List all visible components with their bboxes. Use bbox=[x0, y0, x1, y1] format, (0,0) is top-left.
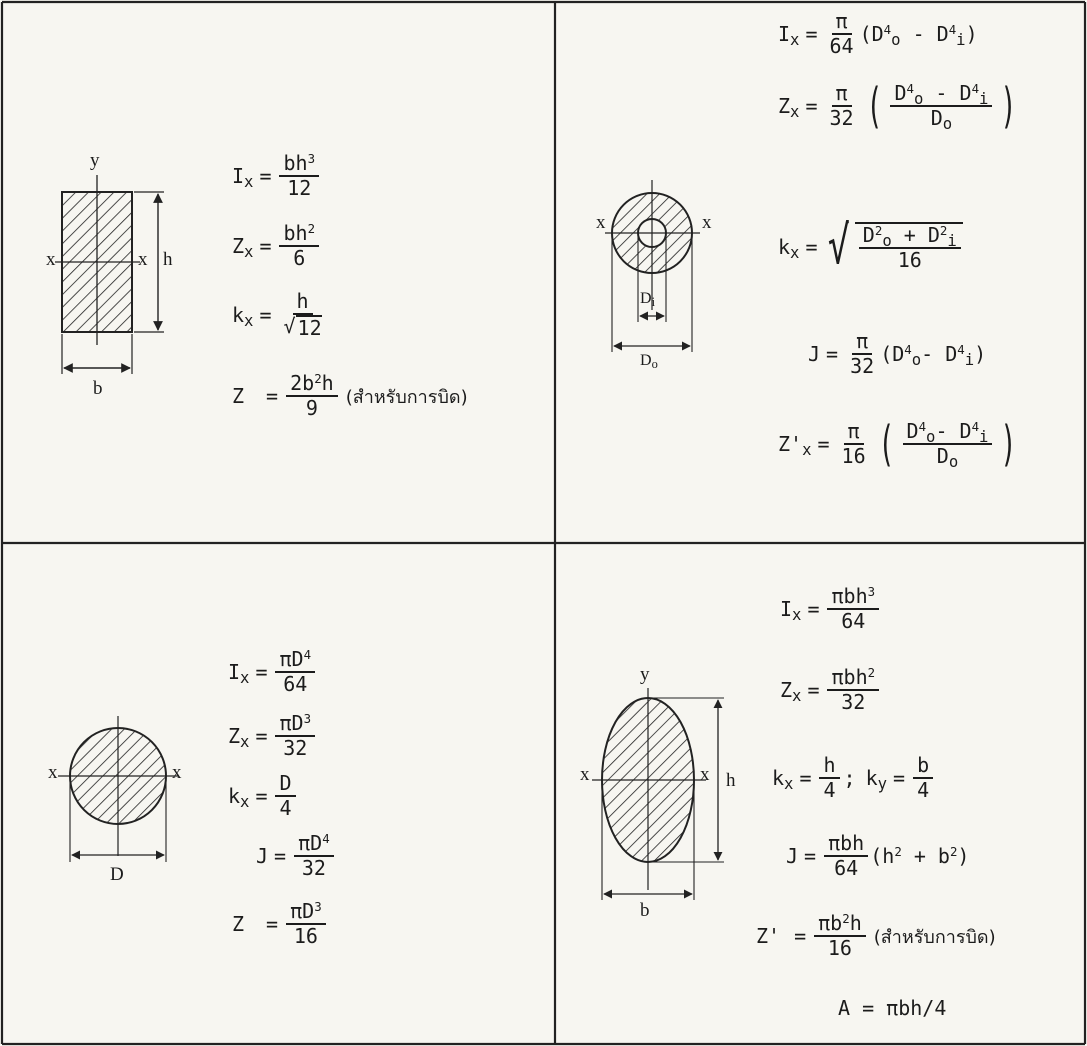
q1-torsion-note: (สำหรับการบิด) bbox=[345, 386, 468, 408]
ellipse-section-figure bbox=[592, 688, 724, 900]
q4-label-b: b bbox=[640, 900, 650, 921]
q4-area: A = πbh/4 bbox=[838, 996, 947, 1020]
q1-radius-of-gyration: kx= h√12 bbox=[232, 289, 322, 340]
q4-torsion-note: (สำหรับการบิด) bbox=[873, 926, 996, 948]
q3-label-x-left: x bbox=[48, 762, 58, 783]
rectangle-section-figure bbox=[55, 175, 164, 374]
q3-label-x-right: x bbox=[172, 762, 182, 783]
q1-label-b: b bbox=[93, 378, 103, 399]
q2-label-x-right: x bbox=[702, 212, 712, 233]
q3-label-d: D bbox=[110, 864, 124, 885]
q1-label-x-left: x bbox=[46, 249, 56, 270]
q2-label-x-left: x bbox=[596, 212, 606, 233]
q4-label-x-left: x bbox=[580, 764, 590, 785]
solid-circle-section-figure bbox=[58, 716, 178, 862]
q1-label-h: h bbox=[163, 249, 173, 270]
q1-label-x-right: x bbox=[138, 249, 148, 270]
q2-label-di: Di bbox=[640, 290, 656, 310]
q4-label-x-right: x bbox=[700, 764, 710, 785]
hollow-circle-section-figure bbox=[605, 180, 700, 352]
q4-label-h: h bbox=[726, 770, 736, 791]
q4-label-y: y bbox=[640, 664, 650, 685]
q1-label-y: y bbox=[90, 150, 100, 171]
q2-label-do: Do bbox=[640, 352, 658, 372]
